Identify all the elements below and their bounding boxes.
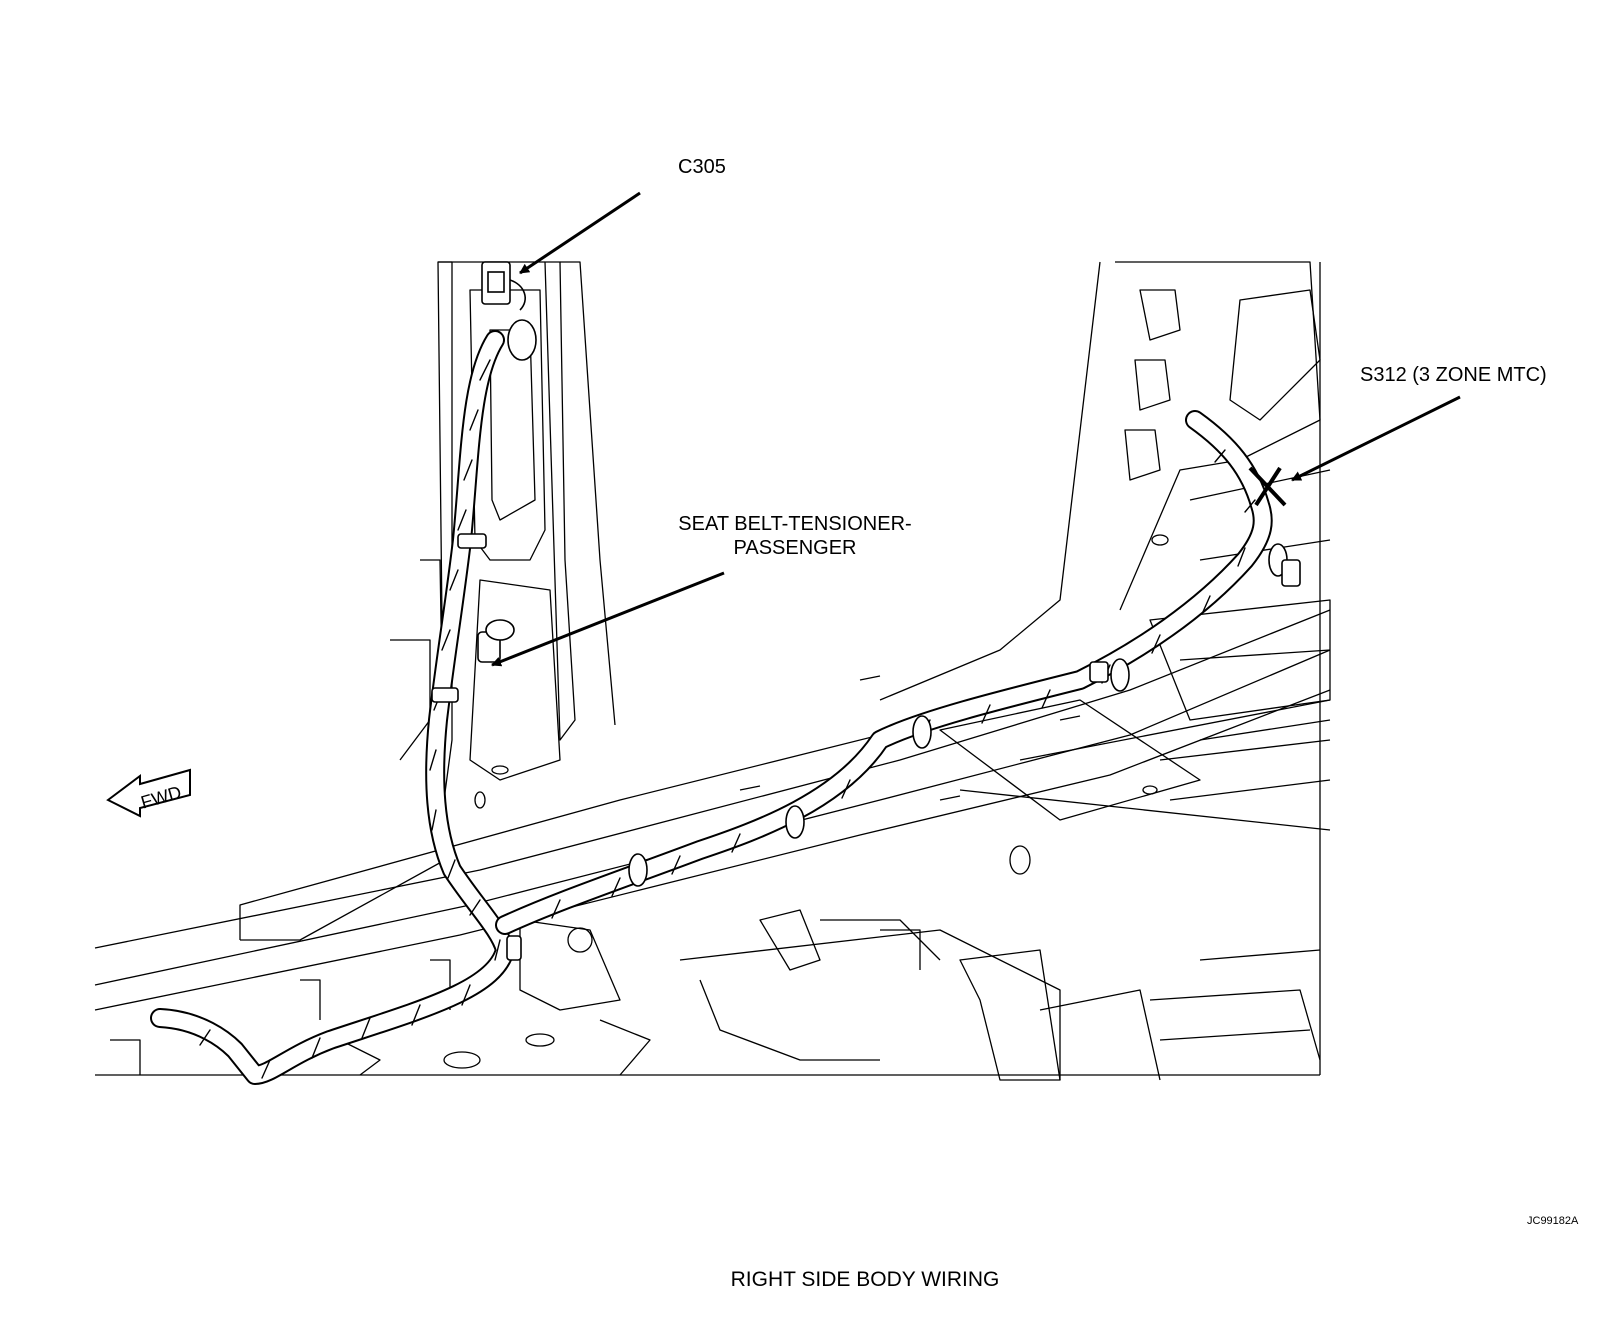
seat-belt-arrow [491,571,725,667]
callout-c305: C305 [678,156,726,178]
callout-seat-belt-line2: PASSENGER [733,537,857,559]
callout-s312: S312 (3 ZONE MTC) [1360,364,1547,386]
diagram-title: RIGHT SIDE BODY WIRING [730,1268,1000,1291]
figure-id: JC99182A [1527,1215,1579,1227]
vehicle-body-outline [94,261,1331,1081]
callout-seat-belt-tensioner: SEAT BELT-TENSIONER- PASSENGER [650,512,940,560]
wire-harness [150,319,1301,1085]
c305-arrow [519,191,641,275]
callout-seat-belt-line1: SEAT BELT-TENSIONER- [678,513,912,535]
fwd-arrow-icon: FWD [106,768,191,818]
s312-splice-mark [1248,466,1287,507]
callout-arrows [491,191,1461,667]
c305-connector [481,261,526,311]
s312-arrow [1291,395,1461,482]
